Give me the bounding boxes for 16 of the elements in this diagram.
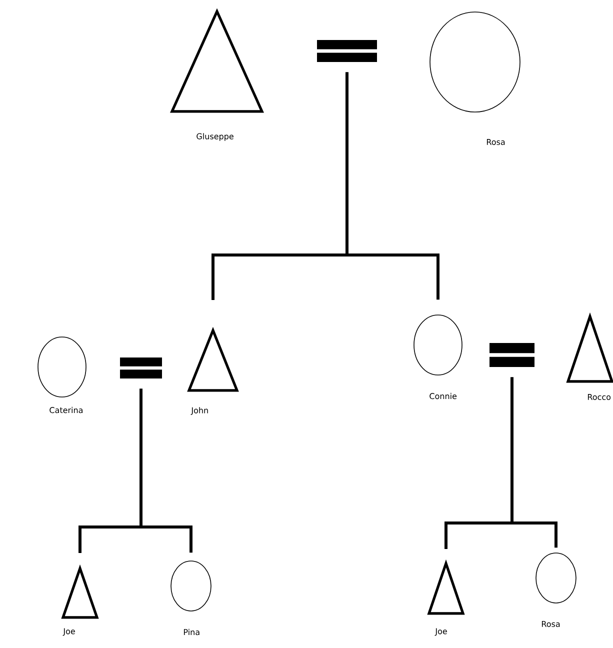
descent-line (346, 72, 440, 300)
descent-line (510, 377, 558, 548)
marriage-symbol (120, 358, 162, 378)
person-name: Joe (434, 628, 447, 636)
marriage-symbol (317, 40, 377, 62)
person-name: Gluseppe (196, 133, 234, 141)
person-name: John (190, 407, 208, 415)
person-name: Joe (62, 628, 75, 636)
person-name: Rosa (542, 621, 560, 627)
person-name: Caterina (50, 406, 82, 414)
person-name: Rocco (588, 394, 611, 400)
descent-line (140, 388, 192, 553)
marriage-symbol (490, 343, 534, 367)
person-name: Rosa (486, 139, 505, 145)
person-name: Pina (184, 628, 200, 636)
person-name: Connie (430, 392, 457, 400)
